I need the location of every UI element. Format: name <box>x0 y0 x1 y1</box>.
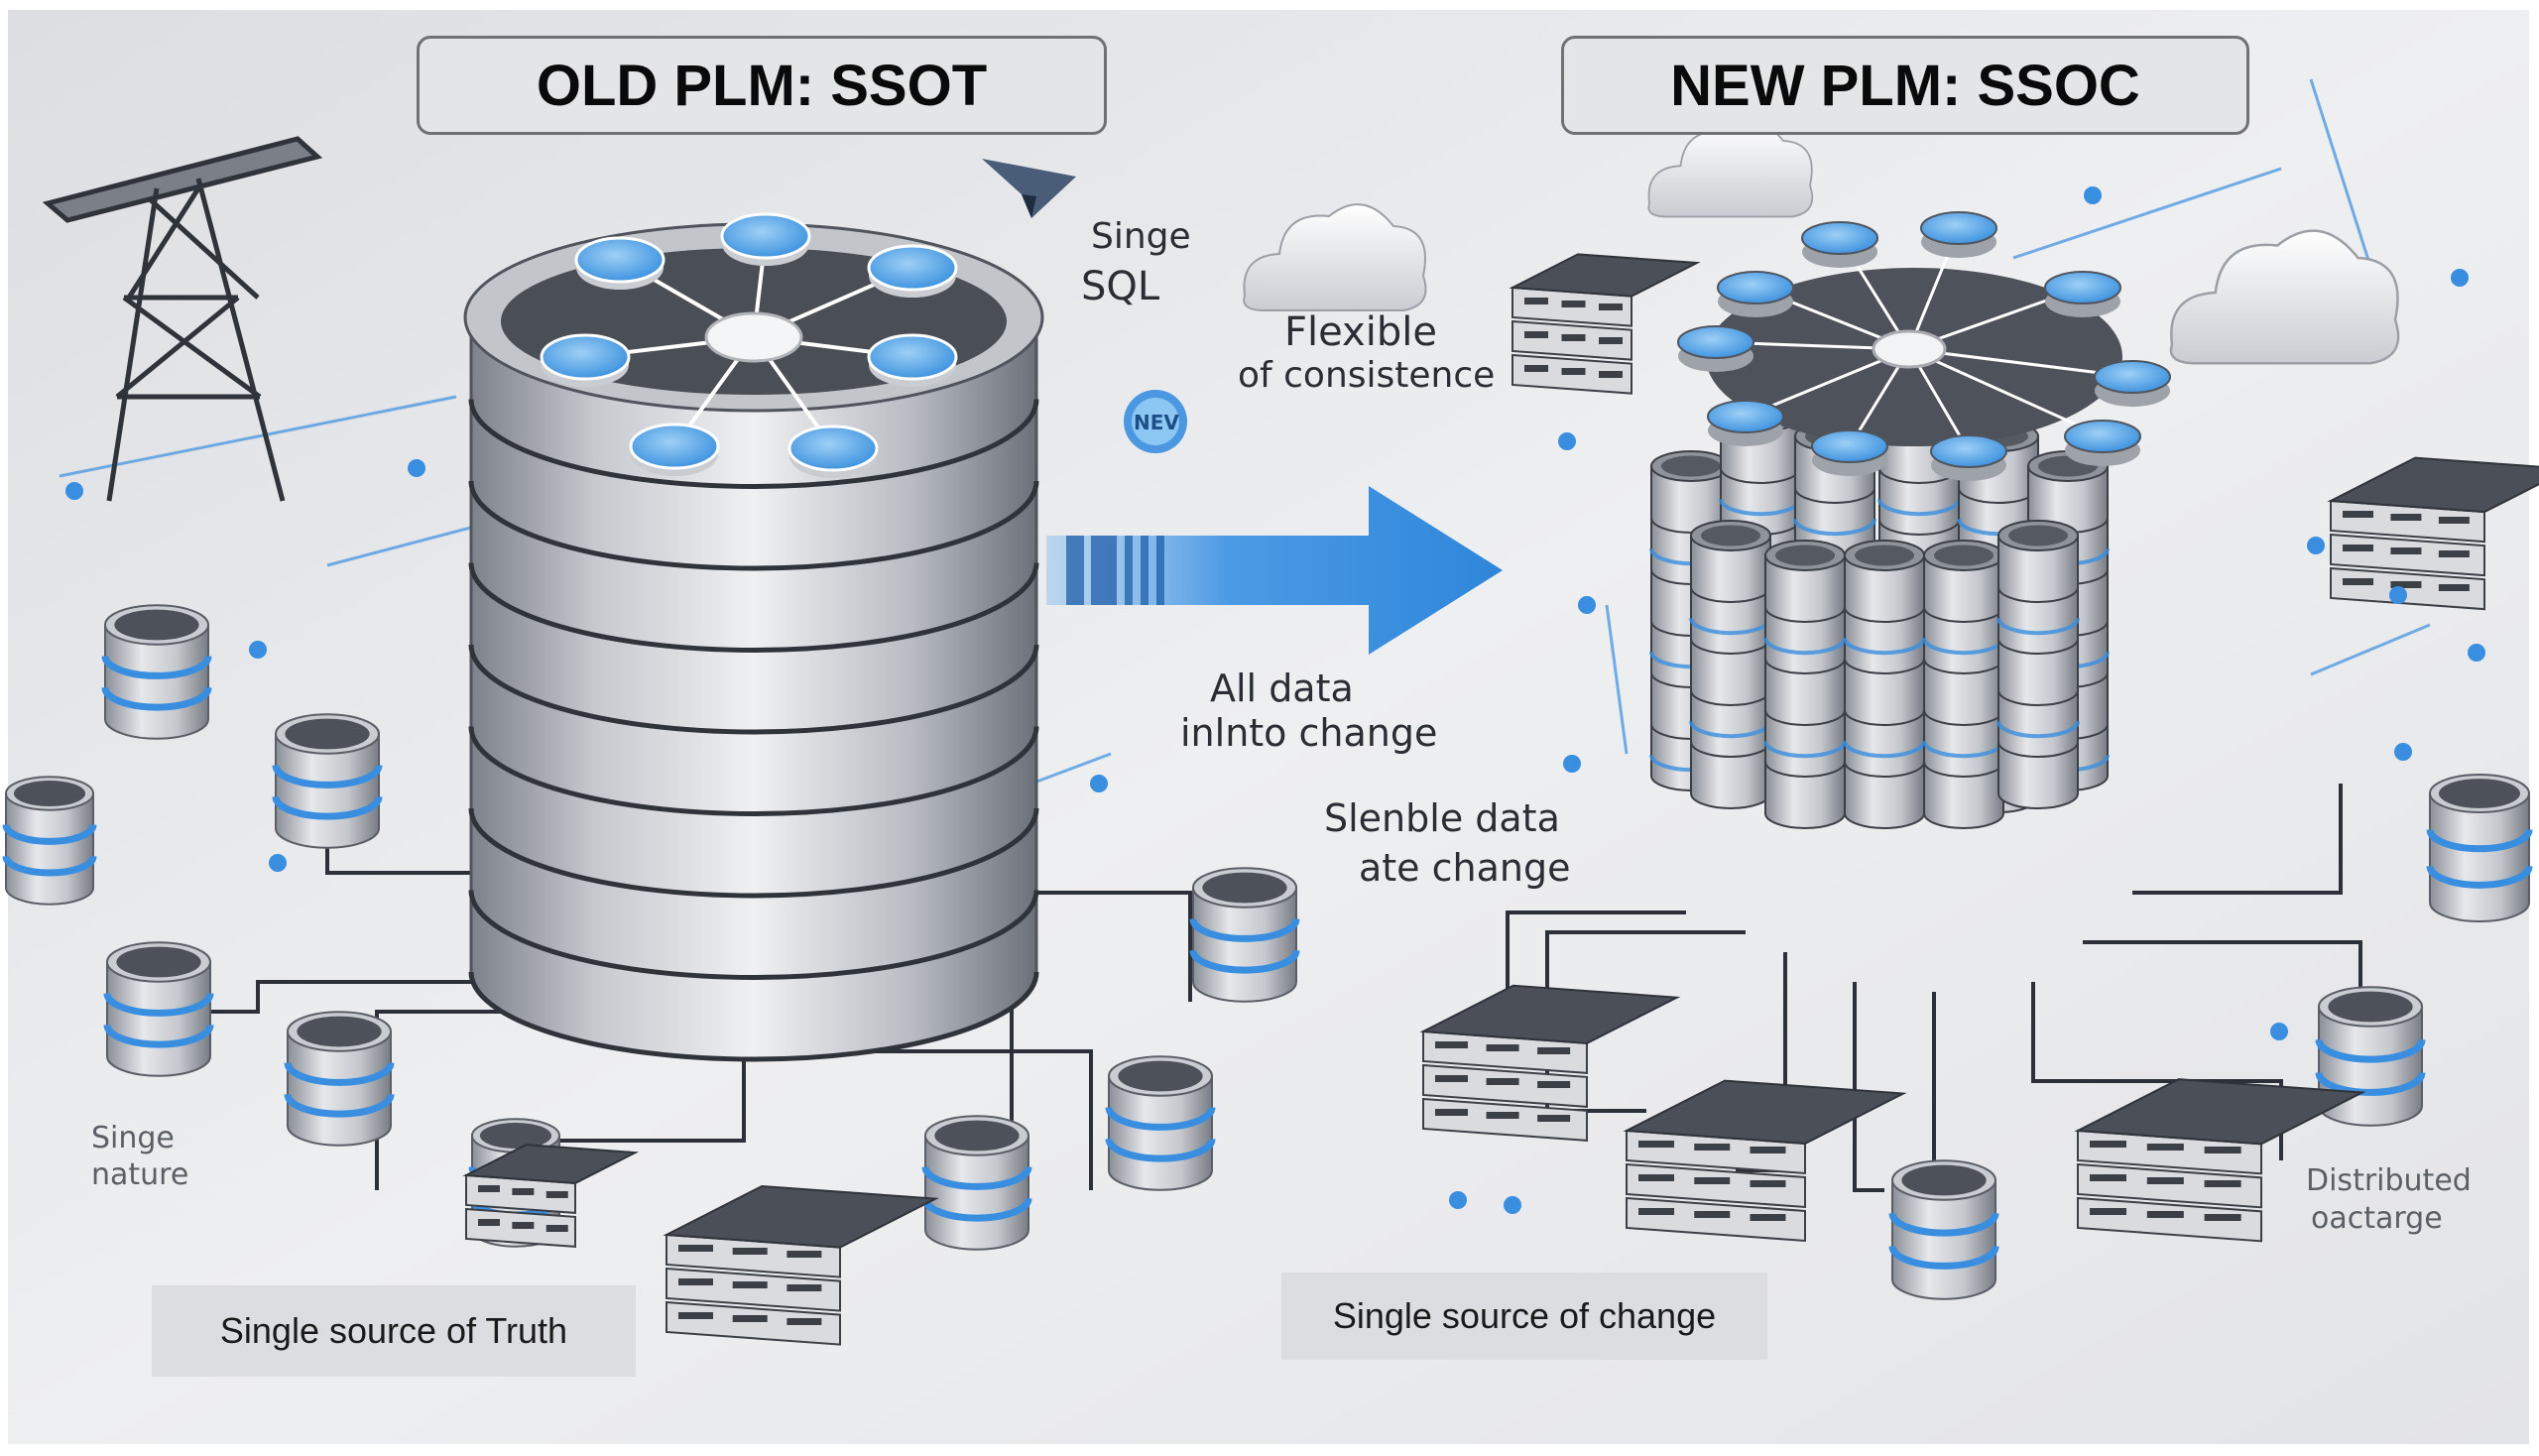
cloud-icon <box>1647 120 1814 218</box>
blue-dot <box>1563 755 1581 773</box>
blue-dot <box>408 459 425 477</box>
database-cylinder-icon <box>1189 867 1300 1003</box>
new-plm-illustration <box>1649 211 2171 829</box>
old-plm-caption: Single source of Truth <box>152 1285 636 1377</box>
server-rack-icon <box>1509 253 1701 395</box>
cluster-node <box>1707 400 1784 433</box>
server-rack-icon <box>462 1144 640 1248</box>
cluster-node <box>2064 420 2141 453</box>
cluster-node <box>1930 434 2007 468</box>
blue-dot <box>2389 586 2407 604</box>
database-cylinder-icon <box>1105 1055 1216 1191</box>
cluster-node <box>1677 325 1754 359</box>
blue-dot <box>269 854 287 872</box>
db-hub <box>704 311 803 363</box>
arrow-right-icon <box>1046 486 1503 655</box>
nev-badge-text: NEV <box>1134 411 1179 434</box>
label-all-data-1: All data <box>1210 667 1354 710</box>
decorations <box>42 120 2485 1214</box>
cluster-node <box>1717 271 1794 304</box>
new-plm-title: NEW PLM: SSOC <box>1561 36 2249 135</box>
database-cylinder-icon <box>2 776 97 906</box>
database-cylinder-icon <box>284 1011 395 1147</box>
blue-dot <box>1090 775 1108 792</box>
blue-dot <box>2270 1023 2288 1040</box>
label-distributed-1: Distributed <box>2306 1163 2472 1198</box>
label-singe-sql-2: SQL <box>1081 264 1160 309</box>
server-rack-icon <box>2327 456 2539 611</box>
blue-dot <box>2394 743 2412 761</box>
server-rack-icon <box>663 1184 939 1346</box>
db-node <box>540 333 631 381</box>
blue-dot <box>2451 269 2469 287</box>
label-distributed-2: oactarge <box>2311 1201 2443 1236</box>
label-flexible-1: Flexible <box>1284 309 1437 355</box>
db-node <box>720 212 811 260</box>
db-node <box>629 423 720 470</box>
database-cylinder-icon <box>272 713 383 849</box>
blue-dot <box>1504 1196 1521 1214</box>
blue-dot <box>1578 596 1596 614</box>
database-cylinder-icon <box>1888 1159 1999 1300</box>
label-slenble-2: ate change <box>1359 846 1571 890</box>
db-node <box>574 236 665 284</box>
blue-dot <box>2084 186 2102 204</box>
db-node <box>867 244 958 292</box>
new-plm-caption: Single source of change <box>1281 1273 1767 1360</box>
cluster-node <box>2094 360 2171 394</box>
blue-dot <box>2468 644 2485 662</box>
cluster-node <box>1801 221 1878 255</box>
database-cylinder-icon <box>2426 774 2533 922</box>
database-cylinder-icon <box>103 941 214 1077</box>
peripheral-databases <box>2 253 2539 1346</box>
server-rack-icon <box>1623 1079 1907 1243</box>
database-cylinder-icon <box>921 1115 1032 1251</box>
paper-plane-icon <box>982 159 1076 218</box>
cloud-icon <box>1243 203 1427 311</box>
label-singe-sql-1: Singe <box>1091 216 1191 257</box>
label-all-data-2: inlnto change <box>1180 711 1437 755</box>
server-rack-icon <box>2074 1078 2366 1243</box>
nev-badge <box>1124 390 1187 453</box>
server-rack-icon <box>1419 984 1681 1142</box>
cluster-hub <box>1872 329 1947 369</box>
old-plm-title: OLD PLM: SSOT <box>417 36 1107 135</box>
label-flexible-2: of consistence <box>1238 355 1495 396</box>
blue-dot <box>2307 537 2325 554</box>
label-singe-nature-2: nature <box>91 1157 188 1192</box>
blue-dot <box>65 482 83 500</box>
blue-dot <box>1558 432 1576 450</box>
label-singe-nature-1: Singe <box>91 1121 175 1155</box>
old-plm-illustration <box>463 212 1044 1062</box>
db-node <box>867 333 958 381</box>
cluster-node <box>1920 211 1997 245</box>
label-slenble-1: Slenble data <box>1324 796 1560 840</box>
cluster-node <box>2044 271 2121 304</box>
database-cylinder-icon <box>101 604 212 740</box>
blue-dot <box>1449 1191 1467 1209</box>
transmission-tower-icon <box>42 136 323 502</box>
cluster-node <box>1811 429 1888 463</box>
blue-dot <box>249 641 267 659</box>
db-node <box>787 425 879 472</box>
cloud-icon <box>2169 229 2400 365</box>
